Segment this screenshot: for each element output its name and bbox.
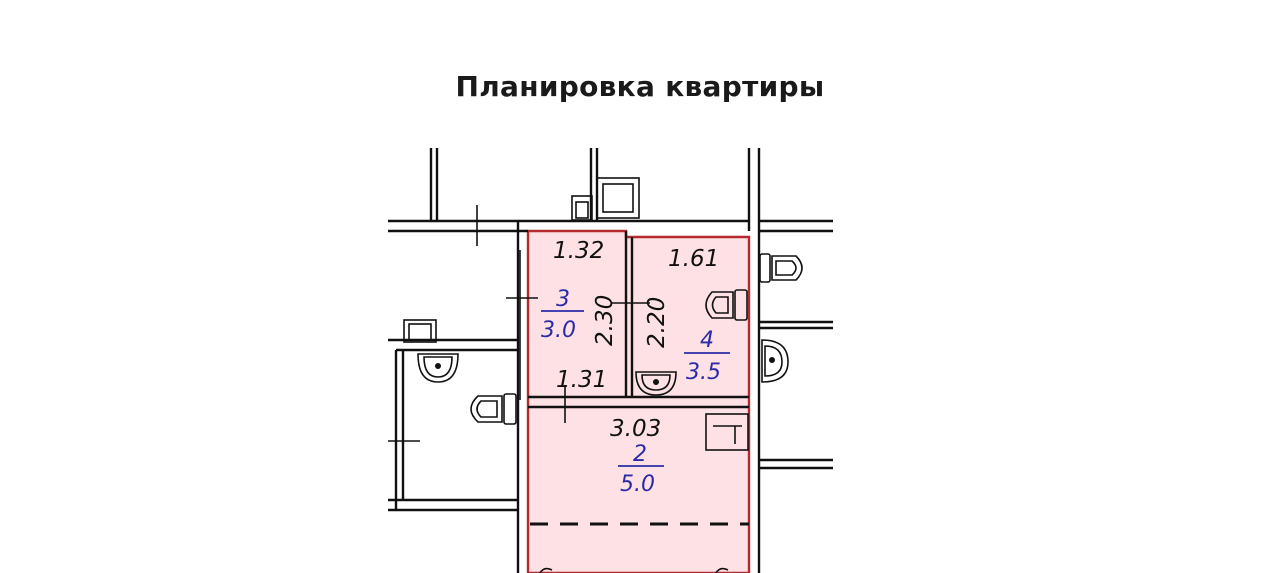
appliance-icon xyxy=(705,413,749,451)
toilet-icon xyxy=(705,289,748,321)
room-2-width: 3.03 xyxy=(610,416,661,442)
room-2-area: 5.0 xyxy=(620,472,655,497)
apartment-highlight xyxy=(526,229,751,573)
room-4-area: 3.5 xyxy=(686,360,721,385)
room-4-number: 4 xyxy=(700,328,714,353)
room-4-width: 1.61 xyxy=(668,246,719,272)
fixtures xyxy=(403,177,803,451)
neighbor-toilet-icon xyxy=(759,253,803,283)
left-toilet-icon xyxy=(470,393,517,425)
room-3-number: 3 xyxy=(556,287,570,312)
room-2-number: 2 xyxy=(633,442,647,467)
walls xyxy=(388,148,833,573)
door-marks xyxy=(539,567,729,573)
room-3-area: 3.0 xyxy=(541,318,576,343)
room-3-bottom: 1.31 xyxy=(556,367,607,393)
room-4-length: 2.20 xyxy=(644,297,670,348)
room-labels: 3 3.0 4 3.5 2 5.0 xyxy=(541,287,730,497)
page-title: Планировка квартиры xyxy=(455,70,825,103)
room-3-length: 2.30 xyxy=(592,295,618,346)
sink-icon xyxy=(635,371,677,396)
partitions xyxy=(388,205,749,526)
neighbor-sink-icon xyxy=(761,339,789,383)
dimension-labels: 1.32 2.30 1.31 1.61 2.20 3.03 xyxy=(553,238,719,442)
left-sink-icon xyxy=(417,353,459,383)
room-3-width: 1.32 xyxy=(553,238,604,264)
